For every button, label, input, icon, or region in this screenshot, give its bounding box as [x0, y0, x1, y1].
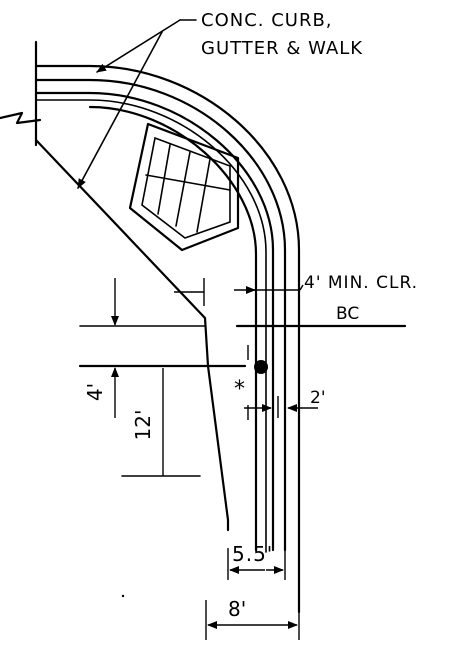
width-8-label: 8'	[228, 597, 246, 621]
pole-symbol	[254, 360, 268, 374]
left-boundary	[0, 40, 42, 147]
curb-gutter-walk-lines	[35, 64, 301, 614]
curb-ramp-outline	[34, 122, 240, 532]
width-5-5-label: 5.5'	[232, 542, 273, 566]
offset-4-label: 4'	[83, 383, 107, 401]
gap-2-dimension	[244, 396, 318, 418]
gap-2-label: 2'	[310, 388, 326, 408]
scan-speck	[121, 594, 125, 598]
walk-outer-edge	[35, 64, 301, 614]
detectable-warning-lines	[145, 144, 231, 233]
width-8-dimension	[205, 600, 300, 640]
ramp-trapezoid-inner	[141, 136, 231, 239]
asterisk-label: *	[234, 377, 245, 402]
width-5-5-dimension	[227, 548, 286, 580]
break-symbol	[0, 111, 42, 125]
clearance-dimension	[234, 284, 304, 294]
curb-face-line	[35, 78, 287, 552]
curb-callout-line1: CONC. CURB,	[201, 10, 333, 31]
curb-callout-line2: GUTTER & WALK	[201, 38, 363, 59]
gutter-line-1	[35, 91, 275, 552]
clearance-label: 4' MIN. CLR.	[304, 273, 418, 293]
bc-label: BC	[336, 304, 359, 324]
ramp-trapezoid-outer	[128, 122, 240, 252]
sidewalk-inner-edge	[88, 105, 258, 552]
gutter-line-2	[36, 99, 267, 553]
offset-12-label: 12'	[131, 410, 155, 441]
curb-callout-leaders	[77, 19, 197, 189]
